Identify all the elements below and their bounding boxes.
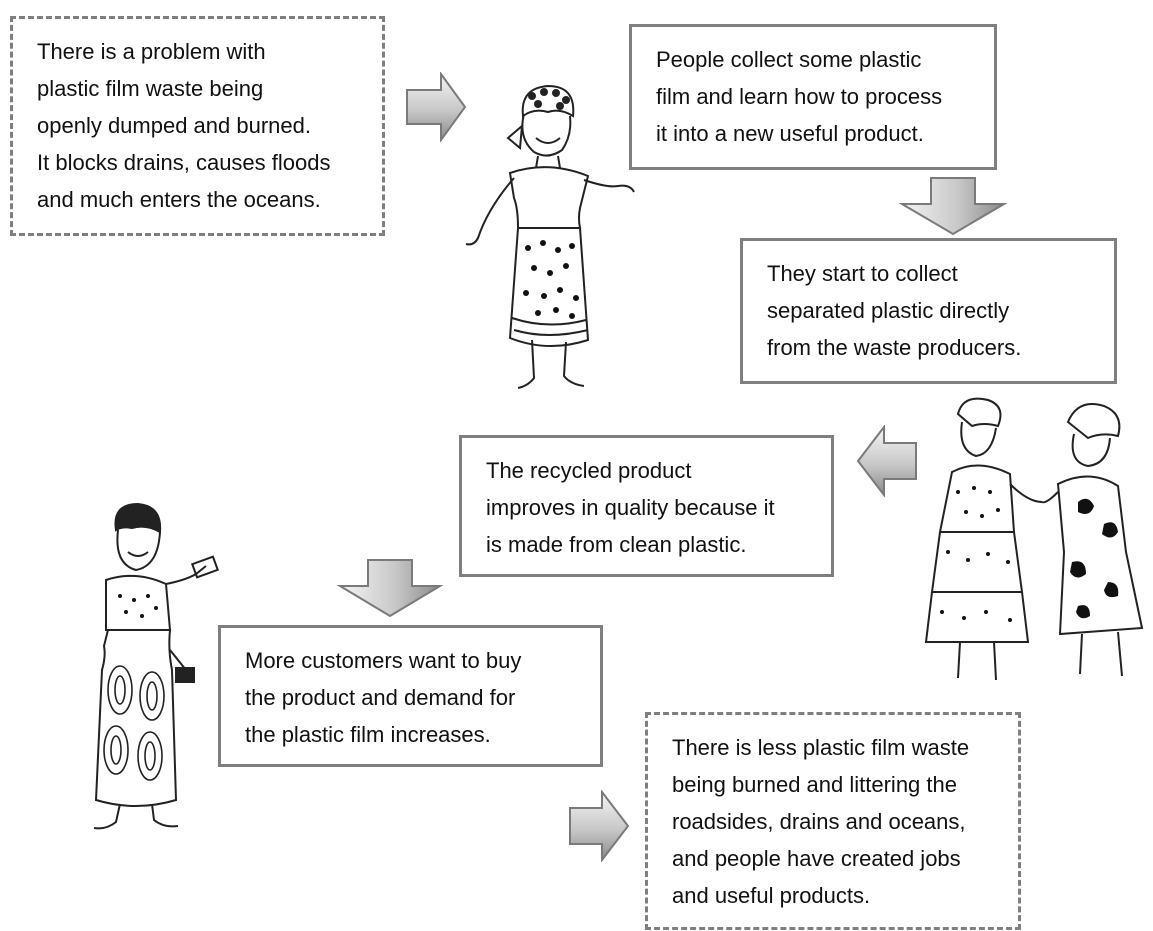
text-line: it into a new useful product.	[656, 121, 924, 146]
text-line: It blocks drains, causes floods	[37, 150, 331, 175]
two-women-handshake-icon	[924, 397, 1144, 681]
text-line: from the waste producers.	[767, 335, 1022, 360]
text-line: separated plastic directly	[767, 298, 1010, 323]
box-quality: The recycled product improves in quality…	[459, 435, 834, 577]
text-line: and much enters the oceans.	[37, 187, 321, 212]
text-line: and people have created jobs	[672, 846, 961, 871]
block-arrow-icon	[569, 790, 630, 862]
text-line: film and learn how to process	[656, 84, 943, 109]
box-collect: People collect some plastic film and lea…	[629, 24, 997, 170]
text-line: the product and demand for	[245, 685, 516, 710]
block-arrow-icon	[336, 559, 444, 618]
text-line: There is a problem with	[37, 39, 266, 64]
text-line: The recycled product	[486, 458, 692, 483]
block-arrow-icon	[406, 72, 467, 142]
block-arrow-icon	[898, 177, 1008, 236]
text-line: openly dumped and burned.	[37, 113, 311, 138]
box-demand: More customers want to buy the product a…	[218, 625, 603, 767]
text-line: roadsides, drains and oceans,	[672, 809, 966, 834]
text-line: There is less plastic film waste	[672, 735, 970, 760]
text-line: the plastic film increases.	[245, 722, 491, 747]
text-line: More customers want to buy	[245, 648, 522, 673]
box-outcome: There is less plastic film waste being b…	[645, 712, 1021, 930]
text-line: improves in quality because it	[486, 495, 775, 520]
text-line: is made from clean plastic.	[486, 532, 747, 557]
text-line: They start to collect	[767, 261, 958, 286]
box-separate: They start to collect separated plastic …	[740, 238, 1117, 384]
woman-with-money-icon	[93, 502, 220, 830]
text-line: plastic film waste being	[37, 76, 264, 101]
text-line: People collect some plastic	[656, 47, 922, 72]
woman-illustration-icon	[465, 84, 635, 389]
text-line: and useful products.	[672, 883, 871, 908]
box-problem: There is a problem with plastic film was…	[10, 16, 385, 236]
block-arrow-icon	[856, 425, 917, 497]
text-line: being burned and littering the	[672, 772, 957, 797]
